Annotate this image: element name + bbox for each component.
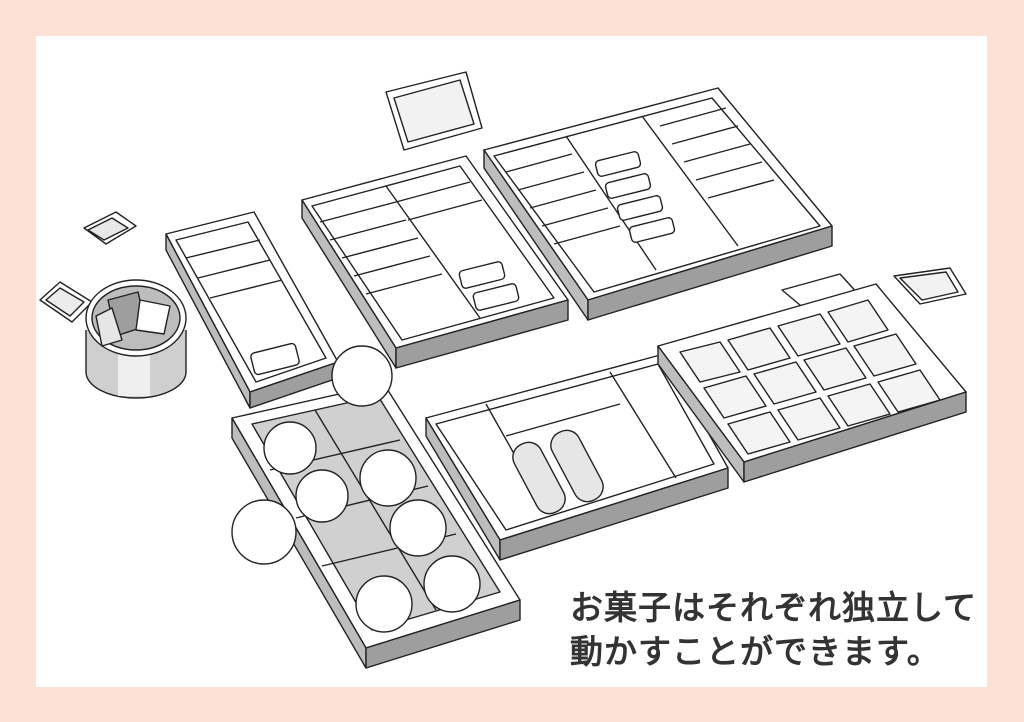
caption-line-2: 動かすことができます。 (570, 632, 941, 671)
loose-wrapped-sweet-top (385, 71, 483, 151)
narrow-box (165, 211, 339, 409)
loose-round-sweet-left (231, 499, 297, 565)
loose-wrapped-sweet-right2 (893, 267, 967, 305)
three-column-box (483, 87, 833, 321)
grid-box (657, 283, 967, 483)
loose-wrapped-sweet-left1 (83, 211, 137, 245)
two-column-box (301, 155, 569, 369)
round-sweets-box (231, 345, 521, 669)
caption-line-1: お菓子はそれぞれ独立して (570, 588, 978, 627)
mixed-compartment-box (425, 353, 729, 561)
loose-wrapped-sweet-left2 (39, 281, 93, 323)
loose-round-sweet-top (331, 345, 393, 407)
caption: お菓子はそれぞれ独立して 動かすことができます。 (570, 586, 977, 674)
round-canister (85, 279, 187, 399)
